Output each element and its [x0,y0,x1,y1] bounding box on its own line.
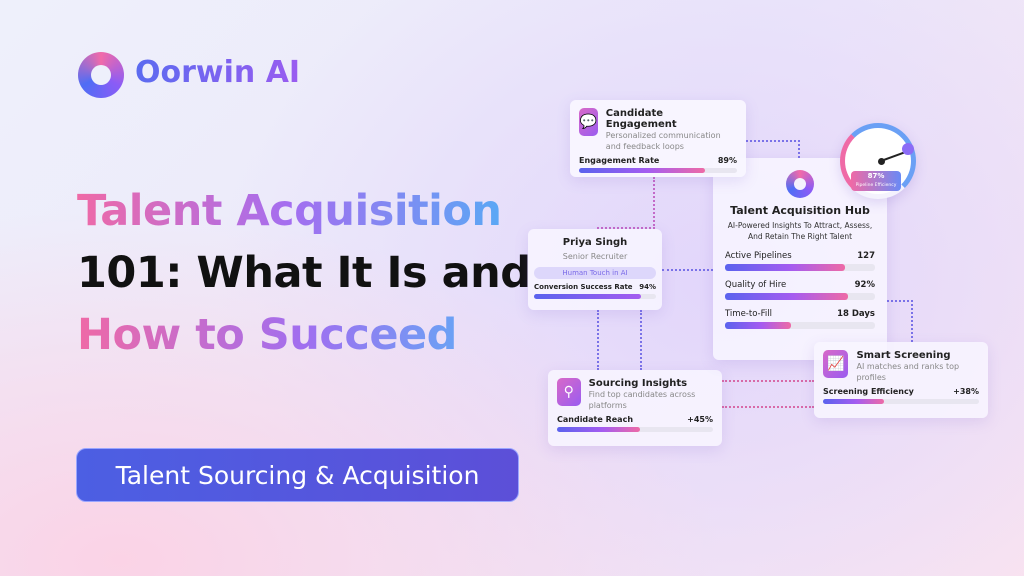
card-title: Candidate Engagement [605,108,677,130]
connector [722,380,814,408]
reach-progress [557,427,713,432]
brand-name: Oorwin AI [135,55,301,90]
metric-value: +38% [953,387,979,396]
category-button[interactable]: Talent Sourcing & Acquisition [76,448,519,502]
metric-value: 89% [717,156,737,165]
screening-progress [823,399,979,404]
oorwin-logo-icon [786,170,814,198]
metric-label: Quality of Hire [725,280,787,290]
candidate-engagement-card: 💬 Candidate Engagement Personalized comm… [570,100,746,177]
gauge-label: 87% Pipeline Efficiency [851,171,901,191]
gauge-caption: Pipeline Efficiency [855,183,897,188]
connector [746,140,800,158]
metric-label: Conversion Success Rate [534,283,633,291]
metric-value: +45% [687,415,713,424]
hub-metric: Active Pipelines 127 [725,251,875,271]
headline-line-3: How to Succeed [77,310,457,360]
recruiter-name: Priya Singh [562,237,628,248]
sourcing-insights-card: ⚲ Sourcing Insights Find top candidates … [548,370,722,446]
metric-label: Engagement Rate [579,156,660,165]
metric-label: Active Pipelines [725,251,792,261]
metric-progress [725,322,875,329]
card-title: Sourcing Insights [588,378,688,389]
card-title: Smart Screening [856,350,951,361]
metric-progress [725,264,875,271]
hub-metric: Time-to-Fill 18 Days [725,309,875,329]
metric-label: Time-to-Fill [725,309,772,319]
engagement-progress [579,168,737,173]
headline-line-2: 101: What It Is and [77,248,531,298]
connector [597,177,655,229]
metric-label: Screening Efficiency [823,387,914,396]
card-subtitle: Personalized communication and feedback … [605,131,721,151]
gauge-value: 87% [867,172,885,180]
tag-badge: Human Touch in AI [534,267,656,279]
connector [597,310,642,370]
connector [662,269,713,271]
recruiter-role: Senior Recruiter [562,252,628,261]
metric-progress [725,293,875,300]
metric-value: 92% [854,280,875,290]
gauge-knob [902,143,914,155]
conversion-progress [534,294,656,299]
chart-icon: 📈 [823,350,849,378]
hub-title: Talent Acquisition Hub [730,204,870,217]
headline-line-1: Talent Acquisition [77,186,502,236]
metric-value: 127 [857,251,875,261]
metric-value: 18 Days [837,309,875,319]
hub-subtitle: AI-Powered Insights To Attract, Assess, … [727,221,873,241]
search-icon: ⚲ [557,378,581,406]
card-subtitle: Find top candidates across platforms [588,390,696,410]
card-subtitle: AI matches and ranks top profiles [856,362,960,382]
hub-metric: Quality of Hire 92% [725,280,875,300]
connector [887,300,913,342]
metric-label: Candidate Reach [557,415,634,424]
metric-value: 94% [639,283,656,291]
oorwin-logo-icon [78,52,124,98]
recruiter-card: Priya Singh Senior Recruiter Human Touch… [528,229,662,310]
chat-icon: 💬 [579,108,598,136]
smart-screening-card: 📈 Smart Screening AI matches and ranks t… [814,342,988,418]
